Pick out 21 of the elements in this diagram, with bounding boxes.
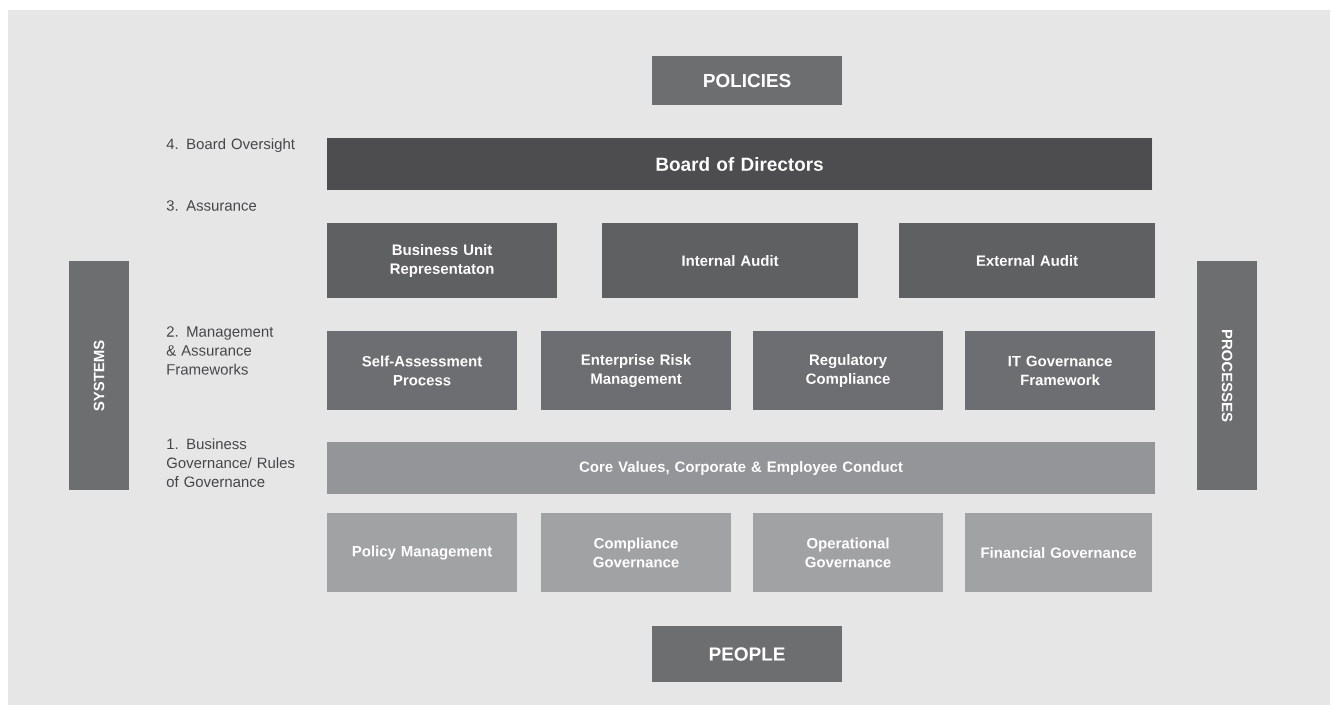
box: Internal Audit: [602, 223, 858, 298]
side-box: PROCESSES: [1197, 261, 1257, 490]
box: Business Unit Representaton: [327, 223, 557, 298]
row-label: 2. Management & Assurance Frameworks: [166, 326, 274, 375]
side-box: SYSTEMS: [69, 261, 129, 490]
row-label: 1. Business Governance/ Rules of Governance: [166, 438, 295, 487]
box: Regulatory Compliance: [753, 331, 943, 410]
box: Board of Directors: [327, 138, 1152, 190]
row-label: 3. Assurance: [166, 200, 257, 211]
box: PEOPLE: [652, 626, 842, 682]
box: Enterprise Risk Management: [541, 331, 731, 410]
box: IT Governance Framework: [965, 331, 1155, 410]
box: Self-Assessment Process: [327, 331, 517, 410]
box: Policy Management: [327, 513, 517, 592]
box: Financial Governance: [965, 513, 1152, 592]
box: Operational Governance: [753, 513, 943, 592]
box: Compliance Governance: [541, 513, 731, 592]
box: POLICIES: [652, 56, 842, 105]
row-label: 4. Board Oversight: [166, 138, 295, 153]
box: External Audit: [899, 223, 1155, 298]
box: Core Values, Corporate & Employee Conduct: [327, 442, 1155, 494]
